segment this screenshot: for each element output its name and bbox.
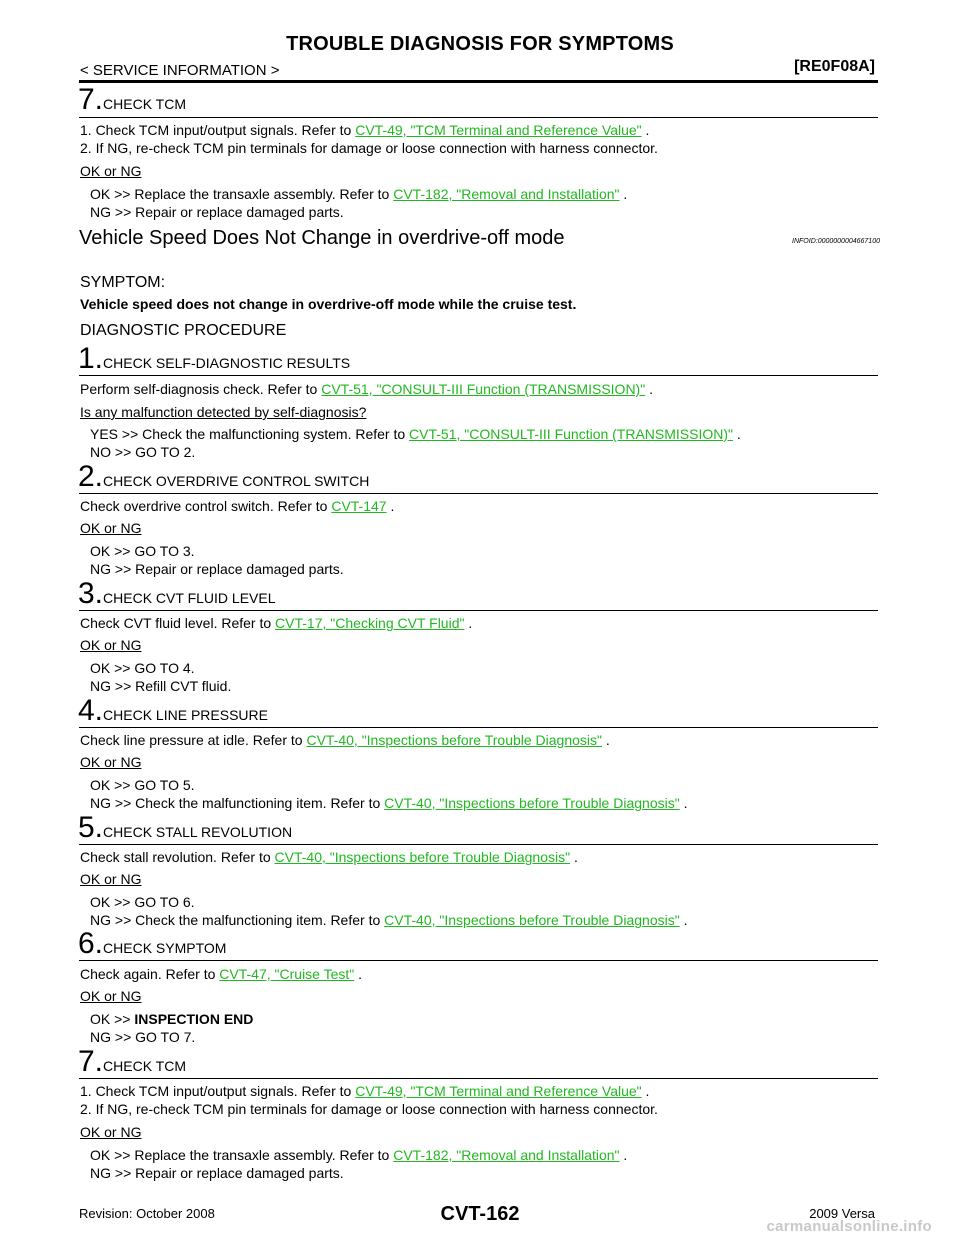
step-6-heading: 6.CHECK SYMPTOM xyxy=(78,927,227,960)
step-number: 3. xyxy=(78,577,104,610)
step-title: CHECK SYMPTOM xyxy=(103,940,227,956)
instruction-line: 2. If NG, re-check TCM pin terminals for… xyxy=(80,1101,658,1117)
step-3-heading: 3.CHECK CVT FLUID LEVEL xyxy=(78,577,276,610)
ng-result: NG >> Repair or replace damaged parts. xyxy=(90,561,344,577)
reference-link[interactable]: CVT-182, "Removal and Installation" xyxy=(393,1147,620,1163)
decision-question: OK or NG xyxy=(80,520,142,536)
no-result: NO >> GO TO 2. xyxy=(90,444,196,460)
step-title: CHECK SELF-DIAGNOSTIC RESULTS xyxy=(103,355,351,371)
reference-link[interactable]: CVT-40, "Inspections before Trouble Diag… xyxy=(274,849,571,865)
section-label: < SERVICE INFORMATION > xyxy=(80,62,280,79)
ng-result: NG >> Repair or replace damaged parts. xyxy=(90,1165,344,1181)
reference-link[interactable]: CVT-51, "CONSULT-III Function (TRANSMISS… xyxy=(409,426,734,442)
instruction-line: Check overdrive control switch. Refer to… xyxy=(80,498,395,514)
reference-link[interactable]: CVT-182, "Removal and Installation" xyxy=(393,186,620,202)
step-title: CHECK LINE PRESSURE xyxy=(103,707,268,723)
reference-link[interactable]: CVT-17, "Checking CVT Fluid" xyxy=(275,615,465,631)
step-rule xyxy=(79,493,878,494)
reference-link[interactable]: CVT-51, "CONSULT-III Function (TRANSMISS… xyxy=(321,381,646,397)
step-title: CHECK CVT FLUID LEVEL xyxy=(103,590,276,606)
step-7-heading: 7.CHECK TCM xyxy=(78,83,186,116)
reference-link[interactable]: CVT-40, "Inspections before Trouble Diag… xyxy=(384,912,680,928)
revision-date: Revision: October 2008 xyxy=(79,1206,215,1221)
yes-result: YES >> Check the malfunctioning system. … xyxy=(90,426,741,442)
procedure-label: DIAGNOSTIC PROCEDURE xyxy=(80,322,287,339)
step-number: 1. xyxy=(78,342,104,375)
reference-link[interactable]: CVT-49, "TCM Terminal and Reference Valu… xyxy=(355,1083,642,1099)
step-title: CHECK TCM xyxy=(103,96,186,112)
step-number: 5. xyxy=(78,811,104,844)
page-title: TROUBLE DIAGNOSIS FOR SYMPTOMS xyxy=(286,33,674,55)
decision-question: OK or NG xyxy=(80,871,142,887)
ok-result: OK >> GO TO 3. xyxy=(90,543,195,559)
symptom-label: SYMPTOM: xyxy=(80,274,166,291)
ng-result: NG >> Check the malfunctioning item. Ref… xyxy=(90,912,688,928)
ok-result: OK >> Replace the transaxle assembly. Re… xyxy=(90,1147,628,1163)
section-title: Vehicle Speed Does Not Change in overdri… xyxy=(79,227,565,249)
decision-question: Is any malfunction detected by self-diag… xyxy=(80,404,367,420)
step-number: 2. xyxy=(78,460,104,493)
step-rule xyxy=(79,375,878,376)
step-5-heading: 5.CHECK STALL REVOLUTION xyxy=(78,811,293,844)
decision-question: OK or NG xyxy=(80,754,142,770)
page-number: CVT-162 xyxy=(440,1203,520,1225)
reference-link[interactable]: CVT-47, "Cruise Test" xyxy=(219,966,355,982)
ok-result: OK >> GO TO 6. xyxy=(90,894,195,910)
instruction-line: 1. Check TCM input/output signals. Refer… xyxy=(80,1083,650,1099)
decision-question: OK or NG xyxy=(80,637,142,653)
reference-link[interactable]: CVT-40, "Inspections before Trouble Diag… xyxy=(306,732,602,748)
step-4-heading: 4.CHECK LINE PRESSURE xyxy=(78,694,268,727)
reference-link[interactable]: CVT-49, "TCM Terminal and Reference Valu… xyxy=(355,122,642,138)
instruction-line: Check stall revolution. Refer to CVT-40,… xyxy=(80,849,578,865)
decision-question: OK or NG xyxy=(80,163,142,179)
reference-link[interactable]: CVT-147 xyxy=(331,498,387,514)
instruction-line: Check CVT fluid level. Refer to CVT-17, … xyxy=(80,615,473,631)
step-number: 6. xyxy=(78,927,104,960)
instruction-line: Check again. Refer to CVT-47, "Cruise Te… xyxy=(80,966,363,982)
ok-result: OK >> Replace the transaxle assembly. Re… xyxy=(90,186,628,202)
step-2-heading: 2.CHECK OVERDRIVE CONTROL SWITCH xyxy=(78,460,370,493)
decision-question: OK or NG xyxy=(80,1124,142,1140)
step-rule xyxy=(79,727,878,728)
step-number: 7. xyxy=(78,83,104,116)
info-id: INFOID:0000000004667100 xyxy=(792,238,880,245)
step-title: CHECK OVERDRIVE CONTROL SWITCH xyxy=(103,473,370,489)
step-rule xyxy=(79,117,878,118)
header-rule xyxy=(79,80,878,83)
step-number: 4. xyxy=(78,694,104,727)
watermark: carmanualsonline.info xyxy=(766,1218,932,1235)
ok-result: OK >> GO TO 5. xyxy=(90,777,195,793)
step-rule xyxy=(79,844,878,845)
model-year: 2009 Versa xyxy=(809,1206,875,1221)
ng-result: NG >> Check the malfunctioning item. Ref… xyxy=(90,795,688,811)
ok-result: OK >> INSPECTION END xyxy=(90,1011,254,1027)
ng-result: NG >> GO TO 7. xyxy=(90,1029,196,1045)
step-title: CHECK STALL REVOLUTION xyxy=(103,824,293,840)
ok-result: OK >> GO TO 4. xyxy=(90,660,195,676)
instruction-line: 1. Check TCM input/output signals. Refer… xyxy=(80,122,650,138)
reference-link[interactable]: CVT-40, "Inspections before Trouble Diag… xyxy=(384,795,680,811)
ng-result: NG >> Refill CVT fluid. xyxy=(90,678,232,694)
step-rule xyxy=(79,610,878,611)
step-rule xyxy=(79,960,878,961)
model-code: [RE0F08A] xyxy=(794,58,875,75)
step-rule xyxy=(79,1078,878,1079)
instruction-line: Check line pressure at idle. Refer to CV… xyxy=(80,732,610,748)
step-number: 7. xyxy=(78,1045,104,1078)
step-title: CHECK TCM xyxy=(103,1058,186,1074)
instruction-line: Perform self-diagnosis check. Refer to C… xyxy=(80,381,653,397)
decision-question: OK or NG xyxy=(80,988,142,1004)
symptom-text: Vehicle speed does not change in overdri… xyxy=(80,296,577,312)
step-7-heading: 7.CHECK TCM xyxy=(78,1045,186,1078)
inspection-end: INSPECTION END xyxy=(134,1011,254,1027)
step-1-heading: 1.CHECK SELF-DIAGNOSTIC RESULTS xyxy=(78,342,351,375)
ng-result: NG >> Repair or replace damaged parts. xyxy=(90,204,344,220)
instruction-line: 2. If NG, re-check TCM pin terminals for… xyxy=(80,140,658,156)
